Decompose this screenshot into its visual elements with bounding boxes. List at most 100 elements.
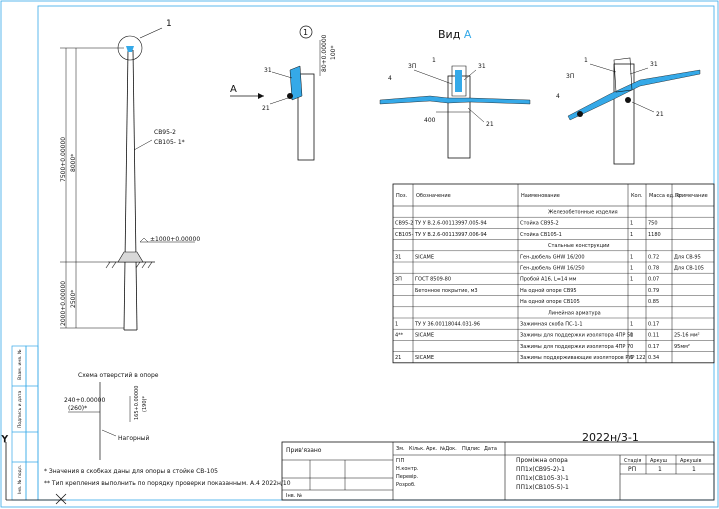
stage-v-2: 1 [692,466,696,473]
table-cell: 0.07 [648,277,659,283]
table-cell: 4** [395,333,404,339]
table-cell: 0.78 [648,266,659,272]
dim-height-above-1: 7500+0.00000 [60,137,67,182]
hole-dim-w2: (260)* [68,405,87,412]
desc-0: Проміжна опора [516,457,568,464]
stamp-sign: Подпись и дата [17,390,23,428]
detail-circle-label: 1 [303,28,308,37]
dim-height-below-1: 2000+0.00000 [60,281,67,326]
pole-id-2: СВ105- 1* [154,139,185,146]
view-a2-label-3p: 3П [566,73,574,80]
table-cell: SICAME [415,333,434,339]
pole-elevation: 1 7500+0.00000 8000* 2000+0.00000 2500* … [60,19,200,331]
dim-height-above-2: 8000* [70,154,77,172]
table-cell: 1 [630,277,633,283]
table-cell: 0.17 [648,344,659,350]
view-a-iso: 1 3П 31 4 21 [556,57,701,165]
role-1: Н.контр. [396,466,419,472]
table-header-cell: Примечание [675,193,708,199]
rev-h-3: №Док. [440,446,457,452]
view-a-dim: 400 [424,117,436,124]
hole-scheme: Схема отверстий в опоре 240+0.00000 (260… [64,372,159,460]
callout-label: 1 [166,19,172,29]
table-cell: Линейная арматура [548,309,601,316]
stamp-inv: Інв. № подл. [17,465,23,494]
title-approved: Прив'язано [286,447,322,454]
table-header-cell: Масса ед. кг [649,193,682,199]
table-cell: На одной опоре СВ95 [520,287,577,294]
table-cell: Для СВ-105 [674,266,704,272]
hole-scheme-title: Схема отверстий в опоре [78,372,159,379]
pole-id-1: СВ95-2 [154,129,176,136]
hole-dim-h1: 165+0.00000 [134,386,140,420]
table-cell: SICAME [415,355,434,361]
table-header-cell: Кол. [631,193,643,199]
role-2: Перевір. [396,474,419,480]
table-header-cell: Наименование [521,193,560,199]
table-cell: Пробой А16, L=14 мм [520,276,577,283]
table-cell: Зажимы поддерживающие изоляторов РУР 122 [520,355,646,361]
view-a-label-3p: 3П [408,63,416,70]
table-cell: Зажимы для поддержки изолятора 4ПР 50 [520,333,633,339]
detail-dim-2: 100* [330,46,337,60]
ground-level: ±1000+0.00000 [150,236,200,243]
table-cell: Стальные конструкции [548,243,610,249]
hole-note: Нагорный [118,435,149,442]
stage-h-1: Аркуш [650,458,668,464]
table-cell: СВ105- [395,232,413,238]
view-a: Вид А 400 1 3П 31 4 21 [379,28,531,159]
table-cell: 0.85 [648,299,659,305]
hole-dim-h2: (190)* [142,396,148,412]
stage-v-1: 1 [658,466,662,473]
table-cell: 1 [630,355,633,361]
role-0: ГІП [396,458,405,464]
table-cell: ТУ У В.2.6-00113997.005-94 [414,221,487,227]
table-cell: ТУ У 36.00118044.031-96 [414,322,480,328]
rev-h-4: Підпис [462,446,480,452]
stage-h-2: Аркушів [680,458,702,464]
table-cell: 1 [630,266,633,272]
table-cell: 1 [630,322,633,328]
table-cell: Стойка СВ95-2 [520,220,559,227]
detail-dim-1: 80+0.00000 [321,34,328,72]
table-cell: 25-16 мм² [674,333,700,339]
hole-dim-w1: 240+0.00000 [64,397,105,404]
table-cell: SICAME [415,254,434,260]
doc-code: 2022н/3-1 [582,431,639,444]
table-cell: 1 [395,322,398,328]
detail-label-31: 31 [264,67,272,74]
table-cell: 1 [630,221,633,227]
table-cell: 0.11 [648,333,659,339]
view-a-label-1: 1 [432,57,436,64]
view-a-title: Вид А [438,28,472,41]
table-cell: 0.17 [648,322,659,328]
detail-view: 1 80+0.00000 100* 31 21 A [230,25,337,161]
title-inv: Інв. № [286,493,303,499]
note-2: ** Тип крепления выполнить по порядку пр… [44,480,291,487]
table-cell: 3П [395,277,402,283]
table-cell: Железобетонные изделия [548,210,618,216]
note-1: * Значения в скобках даны для опоры в ст… [44,468,218,475]
table-cell: 0.79 [648,288,659,294]
table-cell: Для СВ-95 [674,254,701,260]
role-3: Розроб. [396,482,416,488]
view-a2-label-21: 21 [656,111,664,118]
table-cell: 0.72 [648,254,659,260]
table-header-cell: Обозначение [416,193,451,199]
table-cell: 1180 [648,232,661,238]
view-a2-label-31: 31 [650,61,658,68]
stage-h-0: Стадія [624,458,641,464]
table-cell: Стойка СВ105-1 [520,231,562,238]
table-cell: 1 [630,254,633,260]
rev-h-1: Кільк. [409,446,425,452]
table-cell: 21 [395,355,401,361]
table-cell: На одной опоре СВ105 [520,298,580,305]
table-cell: ГОСТ 8509-80 [415,277,451,283]
detail-label-21: 21 [262,105,270,112]
dim-height-below-2: 2500* [70,290,77,308]
view-a2-label-4: 4 [556,93,560,100]
desc-2: ПП1х(СВ105-3)-1 [516,475,569,482]
